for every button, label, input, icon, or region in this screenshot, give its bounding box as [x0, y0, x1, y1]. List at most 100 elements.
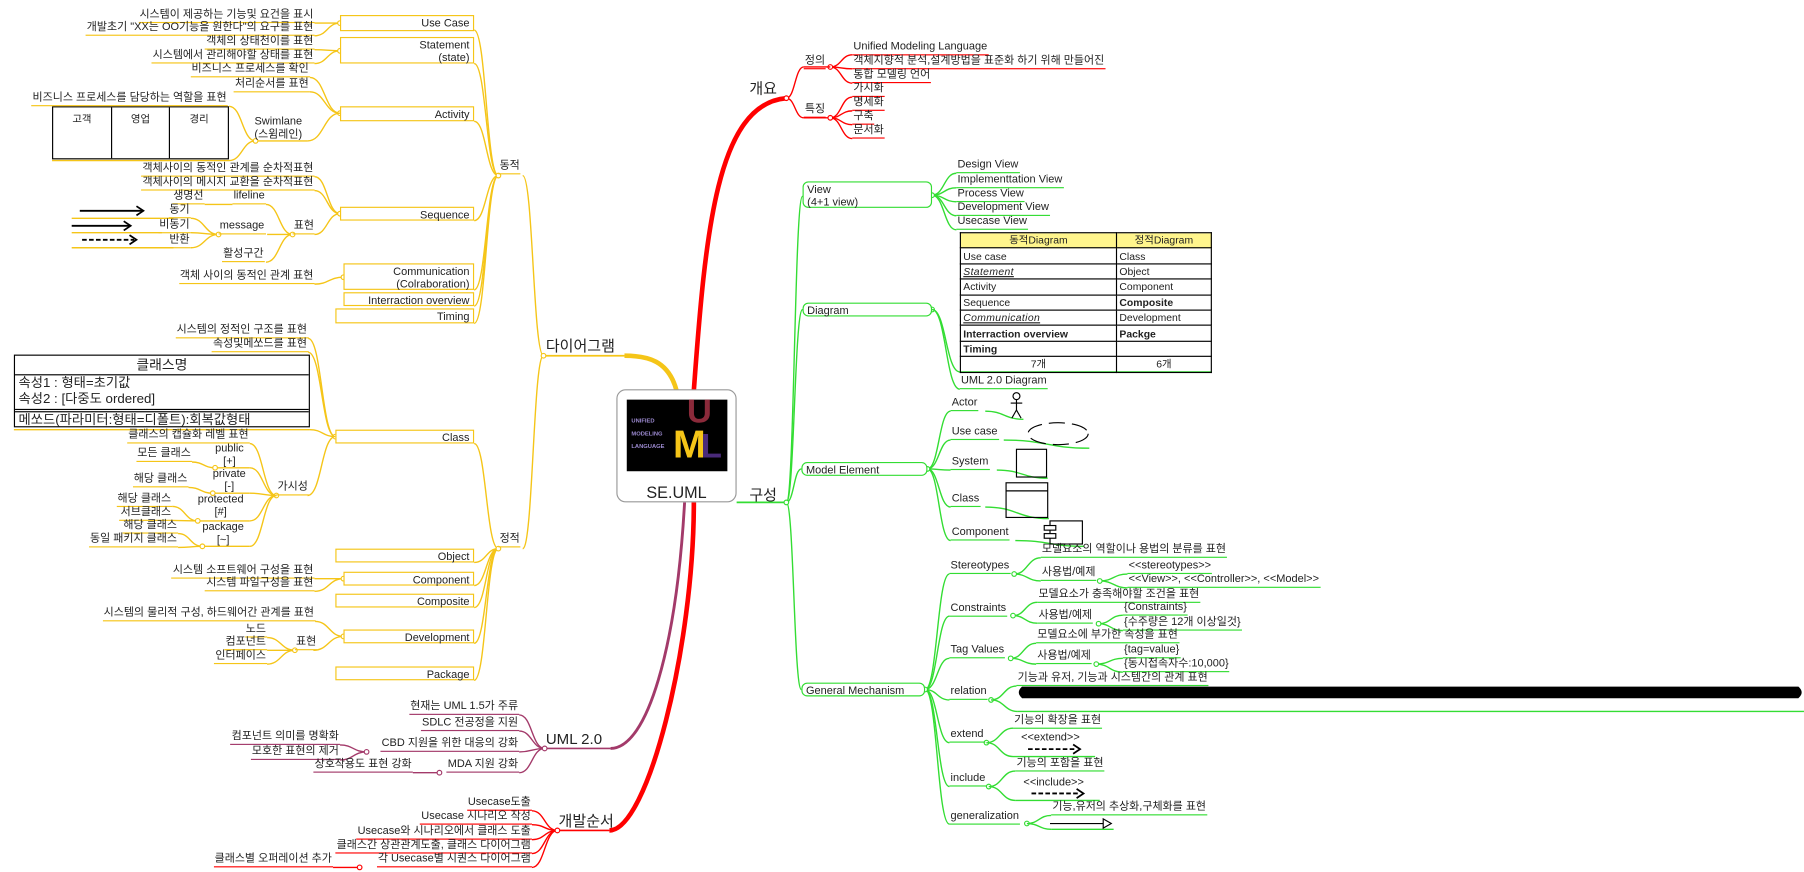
node-constraints[interactable]: Constraints — [949, 601, 1008, 617]
model-element-item[interactable]: Actor — [950, 396, 979, 412]
node-view[interactable]: View(4+1 view) — [802, 181, 933, 209]
node-interaction-overview[interactable]: Interraction overview — [343, 292, 475, 307]
topic-label[interactable]: 시스템에서 관리해야할 상태를 표현 — [151, 49, 315, 64]
topic-label[interactable]: {Constraints} — [1122, 600, 1189, 616]
topic-label[interactable]: 기능의 포함을 표현 — [1015, 756, 1105, 772]
usage-label[interactable]: 사용법/예제 — [1036, 649, 1093, 665]
node-generalization[interactable]: generalization — [949, 809, 1021, 825]
topic-label[interactable]: 클래스별 오퍼레이션 추가 — [213, 852, 334, 868]
node-static[interactable]: 정적 — [498, 532, 521, 548]
branch-diagram[interactable]: 다이어그램 — [545, 337, 615, 355]
model-element-item[interactable]: Component — [950, 526, 1010, 541]
topic-label[interactable]: 통합 모델링 언어 — [852, 68, 932, 84]
topic-label[interactable]: 해당 클래스 — [122, 519, 179, 534]
node-package-visibility[interactable]: package[~] — [202, 521, 244, 546]
node-diagram[interactable]: Diagram — [802, 302, 933, 318]
topic-label[interactable]: 인터페이스 — [214, 649, 268, 665]
branch-dev-order[interactable]: 개발순서 — [558, 811, 614, 830]
topic-label[interactable]: Usecase와 시나리오에서 클래스 도출 — [356, 825, 532, 840]
topic-label[interactable]: 상호작용도 표현 강화 — [313, 758, 413, 773]
topic-label[interactable]: 시스템의 물리적 구성, 하드웨어간 관계를 표현 — [102, 606, 316, 622]
swimlane-role-label[interactable]: 비즈니스 프로세스를 담당하는 역할을 표현 — [31, 91, 228, 107]
node-class[interactable]: Class — [335, 429, 475, 445]
node-object[interactable]: Object — [335, 548, 475, 564]
development-notation[interactable]: 표현 — [294, 635, 318, 651]
topic-label[interactable]: SDLC 전공정을 지원 — [420, 716, 520, 732]
topic-label[interactable]: <<stereotypes>> — [1127, 559, 1213, 575]
topic-label[interactable]: 가시화 — [852, 82, 885, 98]
topic-label[interactable]: 객체 사이의 동적인 관계 표현 — [178, 269, 315, 285]
sequence-notation[interactable]: 표현 — [292, 219, 316, 235]
topic-label[interactable]: 시스템 파일구성을 표현 — [205, 576, 315, 592]
model-element-item[interactable]: Class — [950, 492, 981, 508]
topic-label[interactable]: 객체의 상태천이를 표현 — [205, 35, 315, 50]
topic-label[interactable]: Unified Modeling Language — [852, 40, 989, 55]
topic-label[interactable]: 동기 — [168, 203, 191, 219]
topic-label[interactable]: 클래스간 상관관계도출, 클래스 다이어그램 — [335, 839, 532, 854]
topic-label[interactable]: 컴포넌트 — [224, 635, 268, 651]
class-notation-box[interactable]: 클래스명 속성1 : 형태=초기값 속성2 : [다중도 ordered] 메쏘… — [13, 354, 310, 428]
node-activation[interactable]: 활성구간 — [222, 247, 265, 263]
node-development[interactable]: Development — [343, 629, 475, 644]
topic-label[interactable]: {동시접속자수:10,000} — [1122, 657, 1230, 673]
topic-label[interactable]: 기능의 확장을 표현 — [1013, 713, 1103, 729]
view-item[interactable]: Process View — [956, 187, 1026, 202]
node-lifeline[interactable]: lifeline — [232, 189, 266, 205]
topic-label[interactable]: 모델요소가 충족해야할 조건을 표현 — [1037, 587, 1201, 603]
topic-label[interactable]: 속성및메쏘드를 표현 — [211, 337, 309, 353]
topic-label[interactable]: 시스템의 정적인 구조를 표현 — [175, 323, 309, 339]
branch-overview[interactable]: 개요 — [749, 79, 778, 98]
topic-label[interactable]: MDA 지원 강화 — [446, 758, 520, 773]
model-element-item[interactable]: System — [950, 455, 990, 471]
node-use-case[interactable]: Use Case — [339, 15, 475, 32]
topic-label[interactable]: 기능과 유저, 기능과 시스템간의 관계 표현 — [1016, 671, 1209, 687]
uml2-diagram-label[interactable]: UML 2.0 Diagram — [959, 374, 1048, 390]
node-model-element[interactable]: Model Element — [801, 462, 928, 477]
topic-label[interactable]: 동일 패키지 클래스 — [88, 532, 179, 548]
topic-label[interactable]: Usecase도출 — [466, 796, 532, 811]
topic-label[interactable]: 비동기 — [158, 218, 191, 233]
usage-label[interactable]: 사용법/예제 — [1037, 608, 1094, 624]
topic-label[interactable]: Usecase 시나리오 작성 — [420, 810, 532, 825]
branch-uml2[interactable]: UML 2.0 — [545, 729, 603, 748]
topic-label[interactable]: 모델요소의 역할이나 용법의 분류를 표현 — [1040, 543, 1228, 558]
node-definition[interactable]: 정의 — [803, 54, 827, 69]
topic-label[interactable]: 해당 클래스 — [132, 472, 189, 488]
view-item[interactable]: Implementtation View — [956, 173, 1064, 188]
view-item[interactable]: Design View — [956, 158, 1020, 174]
usage-label[interactable]: 사용법/예제 — [1040, 566, 1097, 581]
node-private[interactable]: private[-] — [213, 468, 246, 493]
node-activity[interactable]: Activity — [339, 106, 475, 122]
view-item[interactable]: Usecase View — [956, 215, 1029, 230]
topic-label[interactable]: CBD 지원을 위한 대응의 강화 — [380, 737, 520, 752]
include-notation[interactable]: <<include>> — [1023, 776, 1084, 789]
node-message[interactable]: message — [218, 219, 266, 235]
node-composite[interactable]: Composite — [335, 593, 475, 609]
topic-label[interactable]: 현재는 UML 1.5가 주류 — [409, 700, 520, 715]
node-include[interactable]: include — [949, 772, 987, 787]
topic-label[interactable]: 처리순서를 표현 — [233, 77, 310, 92]
topic-label[interactable]: 서브클래스 — [119, 505, 173, 521]
topic-label[interactable]: {수주량은 12개 이상일것} — [1122, 616, 1242, 631]
topic-label[interactable]: {tag=value} — [1122, 643, 1181, 659]
topic-label[interactable]: 클래스의 캡슐화 레벨 표현 — [127, 429, 250, 444]
node-sequence[interactable]: Sequence — [339, 206, 475, 222]
branch-composition[interactable]: 구성 — [749, 486, 778, 504]
node-extend[interactable]: extend — [949, 728, 985, 743]
node-tag-values[interactable]: Tag Values — [949, 643, 1006, 659]
node-statement[interactable]: Statement(state) — [339, 36, 475, 65]
topic-label[interactable]: 구축 — [852, 110, 875, 125]
node-features[interactable]: 특징 — [803, 103, 827, 118]
central-topic-se-uml[interactable]: UNIFIED MODELING LANGUAGE U M L SE.UML — [616, 389, 737, 503]
topic-label[interactable]: 반환 — [168, 233, 191, 248]
node-public[interactable]: public[+] — [215, 442, 244, 467]
view-item[interactable]: Development View — [956, 201, 1051, 216]
node-timing[interactable]: Timing — [335, 308, 475, 324]
node-package[interactable]: Package — [335, 666, 475, 681]
node-relation[interactable]: relation — [949, 685, 988, 700]
topic-label[interactable]: 시스템 소프트웨어 구성을 표현 — [171, 564, 315, 579]
topic-label[interactable]: 컴포넌트 의미를 명확화 — [230, 730, 340, 745]
lifeline-item[interactable]: 생명선 — [172, 189, 205, 205]
topic-label[interactable]: 해당 클래스 — [116, 491, 173, 507]
topic-label[interactable]: 비즈니스 프로세스를 확인 — [190, 62, 310, 78]
